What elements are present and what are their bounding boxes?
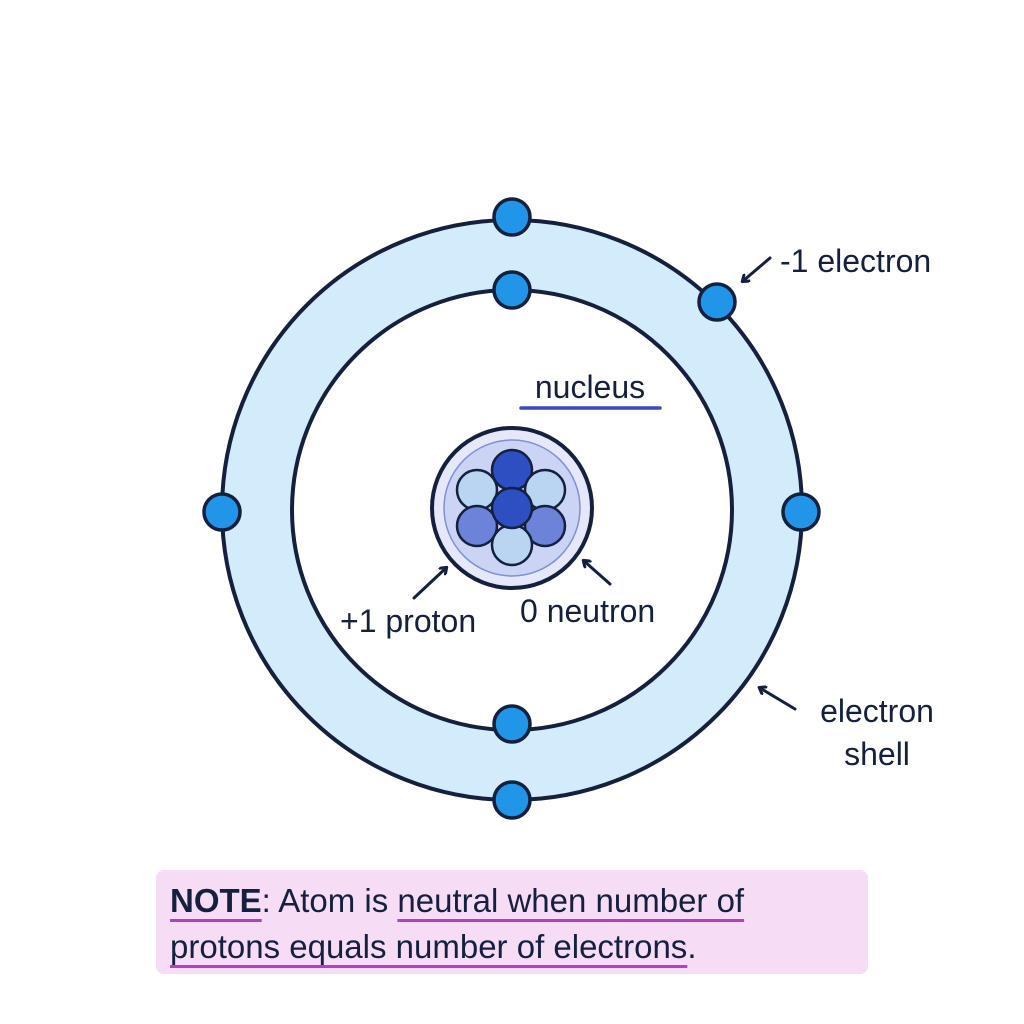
electron-shell-label-line2: shell xyxy=(844,736,910,772)
note-line-2: protons equals number of electrons. xyxy=(170,924,854,970)
note-text-b: neutral when number of xyxy=(397,882,745,919)
note-text-c: protons equals number of electrons xyxy=(170,928,688,965)
electron-arrow xyxy=(743,256,772,281)
electron xyxy=(492,197,532,237)
note-box: NOTE: Atom is neutral when number of pro… xyxy=(156,870,868,974)
neutron xyxy=(455,468,499,512)
note-text-d: . xyxy=(687,928,697,965)
electron xyxy=(697,282,737,322)
neutron-arrow xyxy=(584,561,612,586)
neutron xyxy=(490,523,534,567)
electron xyxy=(492,704,532,744)
note-prefix: NOTE xyxy=(170,882,262,919)
neutron-label: 0 neutron xyxy=(520,593,655,629)
proton xyxy=(455,504,499,548)
nucleus-label: nucleus xyxy=(535,369,645,405)
proton-label: +1 proton xyxy=(340,603,476,639)
note-line-1: NOTE: Atom is neutral when number of xyxy=(170,878,854,924)
nucleus xyxy=(430,426,594,590)
proton-arrow xyxy=(412,568,446,600)
electron xyxy=(492,270,532,310)
arrows xyxy=(412,256,797,711)
proton xyxy=(490,486,534,530)
electrons xyxy=(202,197,821,820)
electron xyxy=(781,492,821,532)
electron xyxy=(202,492,242,532)
note-colon: : xyxy=(261,882,271,919)
electron xyxy=(492,780,532,820)
proton xyxy=(523,504,567,548)
electron-shell-label-line1: electron xyxy=(820,693,934,729)
electron-label: -1 electron xyxy=(780,243,931,279)
shell-arrow xyxy=(760,688,797,711)
note-text-a: Atom is xyxy=(270,882,398,919)
